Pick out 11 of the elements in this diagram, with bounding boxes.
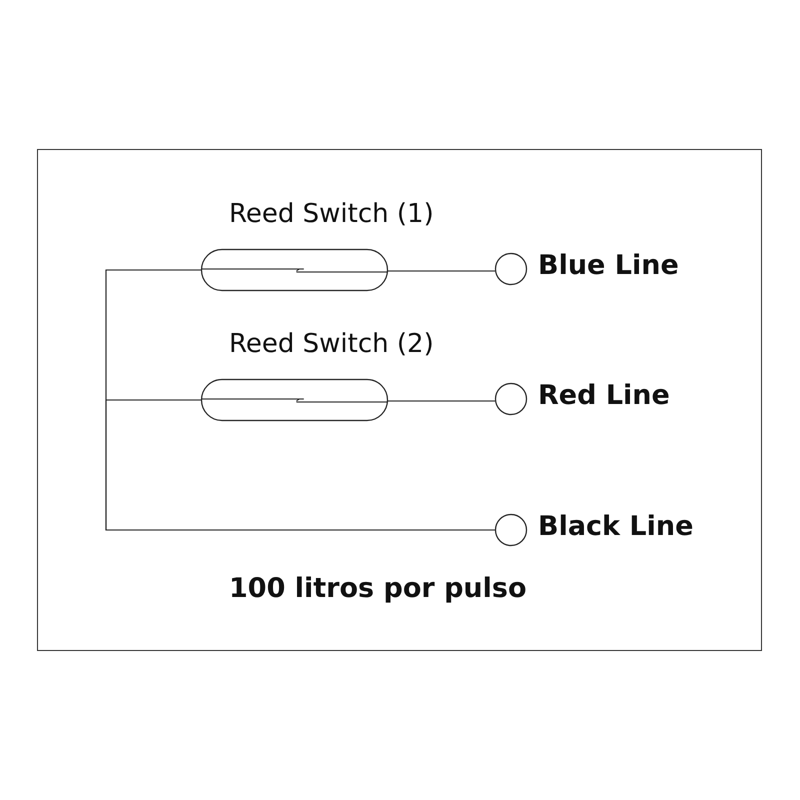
terminal-circle — [495, 514, 527, 546]
switch-label: Reed Switch (2) — [229, 329, 434, 359]
wire-label: Black Line — [538, 511, 694, 542]
switch-label: Reed Switch (1) — [229, 199, 434, 229]
wire — [388, 270, 495, 272]
wire — [388, 400, 495, 402]
terminal-circle — [495, 253, 527, 285]
wire-label: Blue Line — [538, 250, 679, 281]
wire-label: Red Line — [538, 380, 670, 411]
terminal-circle — [495, 383, 527, 415]
note-text: 100 litros por pulso — [229, 573, 527, 604]
